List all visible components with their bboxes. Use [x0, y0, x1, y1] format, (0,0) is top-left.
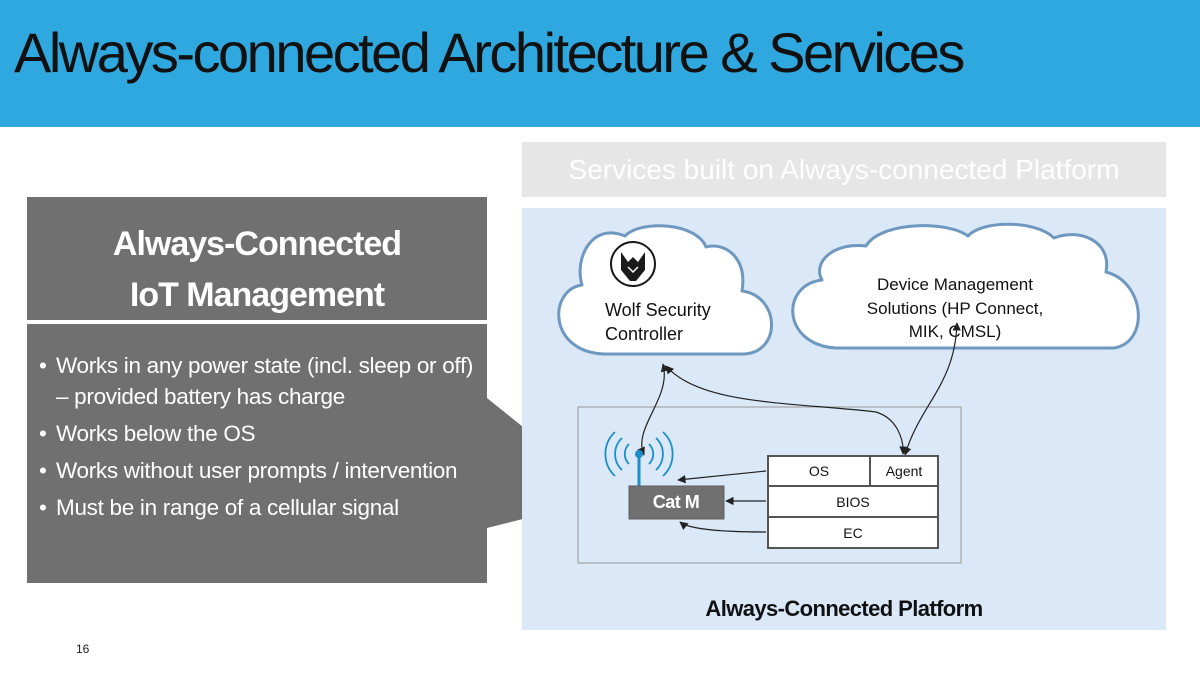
device-cloud-line-2: Solutions (HP Connect,	[867, 299, 1043, 318]
bullet-list: • Works in any power state (incl. sleep o…	[39, 350, 485, 529]
bullet-text: Works without user prompts / interventio…	[56, 458, 458, 483]
heading-line-1: Always-Connected	[112, 225, 402, 263]
device-cloud-line-1: Device Management	[877, 275, 1033, 294]
title-bar: Always-connected Architecture & Services	[0, 0, 1200, 127]
cellular-antenna-icon	[604, 431, 674, 488]
bullet-item: • Works without user prompts / interventi…	[39, 455, 485, 486]
agent-label: Agent	[886, 463, 923, 479]
device-management-cloud	[791, 222, 1140, 350]
cat-m-module	[628, 485, 725, 520]
heading-line-2: IoT Management	[129, 276, 385, 314]
agent-device-arrow	[903, 322, 961, 456]
iot-management-heading-box: Always-Connected IoT Management	[27, 197, 487, 320]
bullet-dot: •	[39, 421, 47, 446]
ec-layer	[767, 516, 939, 549]
bullet-text: Must be in range of a cellular signal	[56, 495, 399, 520]
wolf-logo-icon	[610, 241, 656, 287]
ec-label: EC	[843, 525, 862, 541]
bullet-item: • Works below the OS	[39, 418, 485, 449]
catm-wolf-arrow	[637, 363, 669, 456]
wolf-cloud-line-2: Controller	[605, 324, 683, 344]
wolf-agent-arrow	[665, 365, 908, 455]
os-to-catm-arrow	[677, 470, 767, 484]
bullet-dot: •	[39, 495, 47, 520]
os-label: OS	[809, 463, 829, 479]
iot-management-bullets-box: • Works in any power state (incl. sleep o…	[27, 324, 487, 583]
services-header-text: Services built on Always-connected Platf…	[568, 154, 1120, 185]
bullet-text: Works in any power state (incl. sleep or…	[56, 353, 474, 409]
bullet-dot: •	[39, 458, 47, 483]
bullet-item: • Works in any power state (incl. sleep o…	[39, 350, 485, 412]
agent-layer	[869, 455, 939, 487]
bullet-item: • Must be in range of a cellular signal	[39, 492, 485, 523]
bios-layer	[767, 485, 939, 518]
slide-number: 16	[76, 642, 90, 656]
bullet-dot: •	[39, 353, 47, 378]
platform-label: Always-Connected Platform	[705, 596, 982, 621]
slide-title: Always-connected Architecture & Services	[14, 21, 965, 84]
bios-label: BIOS	[836, 494, 869, 510]
bullet-text: Works below the OS	[56, 421, 256, 446]
wolf-cloud-line-1: Wolf Security	[605, 300, 711, 320]
iot-management-heading: Always-Connected IoT Management	[27, 219, 487, 321]
cat-m-label: Cat M	[653, 492, 700, 512]
device-cloud-line-3: MIK, CMSL)	[909, 322, 1002, 341]
ec-to-catm-arrow	[679, 521, 767, 533]
services-header: Services built on Always-connected Platf…	[522, 142, 1166, 197]
